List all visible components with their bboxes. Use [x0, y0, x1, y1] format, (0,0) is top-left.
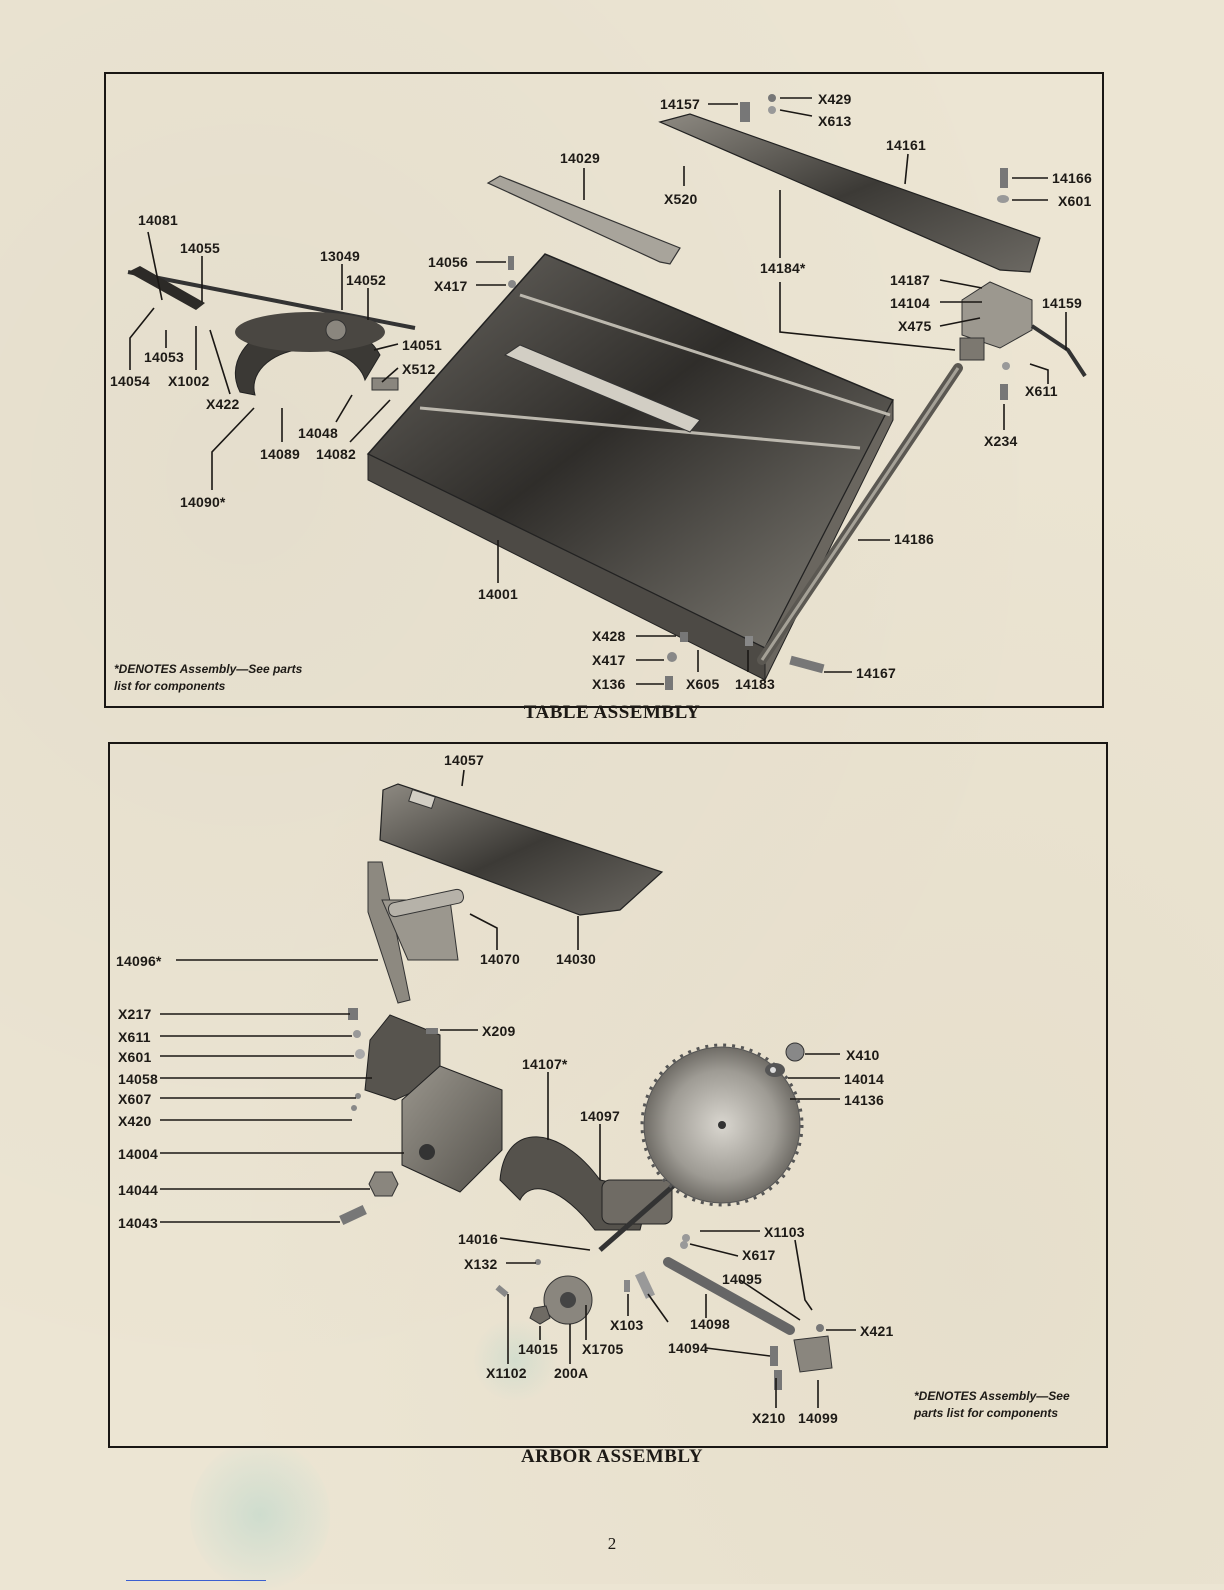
splitter-bracket [367, 861, 465, 1004]
part-label: 14014 [844, 1071, 884, 1087]
saw-blade [640, 1043, 804, 1207]
part-label: X617 [742, 1247, 776, 1263]
part-label: X611 [1025, 383, 1058, 399]
table-assembly-frame [104, 72, 1104, 708]
part-label: X417 [434, 278, 468, 294]
part-label: X611 [118, 1029, 151, 1045]
assembly-note: *DENOTES Assembly—See parts list for com… [114, 662, 303, 693]
arbor-hardware [339, 1008, 833, 1390]
part-label: 14030 [556, 951, 596, 967]
small-hardware [508, 94, 1010, 690]
guide-rod [757, 363, 963, 665]
arbor-assembly-frame [108, 742, 1108, 1448]
miter-bar [486, 175, 681, 265]
part-label: 14043 [118, 1215, 158, 1231]
part-label: X520 [664, 191, 698, 207]
part-label: X601 [118, 1049, 152, 1065]
part-label: X420 [118, 1113, 152, 1129]
part-label: 14048 [298, 425, 338, 441]
part-label: 14081 [138, 212, 178, 228]
part-label: 14166 [1052, 170, 1092, 186]
part-label: 13049 [320, 248, 360, 264]
page-number: 2 [607, 1534, 617, 1553]
part-label: 14099 [798, 1410, 838, 1426]
part-label: 14097 [580, 1108, 620, 1124]
part-label: 14054 [110, 373, 150, 389]
part-label: 14157 [660, 96, 700, 112]
part-label: X1103 [764, 1224, 805, 1240]
part-label: X601 [1058, 193, 1092, 209]
part-label: 14107* [522, 1056, 568, 1072]
part-label: 14051 [402, 337, 442, 353]
part-label: X428 [592, 628, 626, 644]
part-label: 14187 [890, 272, 930, 288]
part-label: 14055 [180, 240, 220, 256]
part-label: X1002 [168, 373, 210, 389]
part-label: X475 [898, 318, 932, 334]
part-label: X210 [752, 1410, 786, 1426]
part-label: X512 [402, 361, 436, 377]
assembly-note: *DENOTES Assembly—See parts list for com… [914, 1389, 1070, 1420]
stain [470, 1320, 560, 1400]
part-label: 14094 [668, 1340, 708, 1356]
part-label: X605 [686, 676, 720, 692]
part-label: 14095 [722, 1271, 762, 1287]
part-label: 14029 [560, 150, 600, 166]
link-underline [126, 1580, 266, 1581]
part-label: 14082 [316, 446, 356, 462]
table-assembly-caption: TABLE ASSEMBLY [523, 702, 701, 723]
part-label: X1102 [486, 1365, 527, 1381]
part-label: 14098 [690, 1316, 730, 1332]
part-label: X234 [984, 433, 1018, 449]
part-label: 14056 [428, 254, 468, 270]
arbor-assembly-caption: ARBOR ASSEMBLY [520, 1446, 704, 1467]
part-label: X422 [206, 396, 240, 412]
part-label: 14070 [480, 951, 520, 967]
part-label: X217 [118, 1006, 152, 1022]
part-label: 14016 [458, 1231, 498, 1247]
part-label: X209 [482, 1023, 516, 1039]
miter-gauge [127, 266, 416, 396]
part-label: X417 [592, 652, 626, 668]
part-label: 14096* [116, 953, 162, 969]
table-top [366, 253, 895, 681]
part-label: 14089 [260, 446, 300, 462]
part-label: 200A [554, 1365, 589, 1381]
part-label: 14186 [894, 531, 934, 547]
part-label: X1705 [582, 1341, 624, 1357]
part-label: 14044 [118, 1182, 158, 1198]
part-label: 14053 [144, 349, 184, 365]
part-label: X607 [118, 1091, 152, 1107]
part-label: X103 [610, 1317, 644, 1333]
part-label: X613 [818, 113, 852, 129]
part-label: 14183 [735, 676, 775, 692]
part-label: 14136 [844, 1092, 884, 1108]
part-label: 14161 [886, 137, 926, 153]
part-label: 14015 [518, 1341, 558, 1357]
part-label: 14001 [478, 586, 518, 602]
part-label: 14058 [118, 1071, 158, 1087]
leader-lines [129, 97, 1067, 685]
part-label: X132 [464, 1256, 498, 1272]
part-label: X421 [860, 1323, 894, 1339]
part-label: X410 [846, 1047, 880, 1063]
part-label: 14004 [118, 1146, 158, 1162]
part-label: 14057 [444, 752, 484, 768]
stain [190, 1440, 330, 1590]
rear-rail [658, 113, 1041, 273]
blade-guard [379, 783, 664, 916]
part-label: X136 [592, 676, 626, 692]
arbor-yoke [499, 1136, 682, 1252]
lock-bracket [959, 281, 1087, 378]
arbor-housing [401, 1065, 503, 1193]
part-label: 14184* [760, 260, 806, 276]
part-label: 14159 [1042, 295, 1082, 311]
part-label: 14090* [180, 494, 226, 510]
part-label: 14052 [346, 272, 386, 288]
part-label: X429 [818, 91, 852, 107]
part-label: 14104 [890, 295, 930, 311]
part-label: 14167 [856, 665, 896, 681]
leader-lines [160, 769, 856, 1408]
